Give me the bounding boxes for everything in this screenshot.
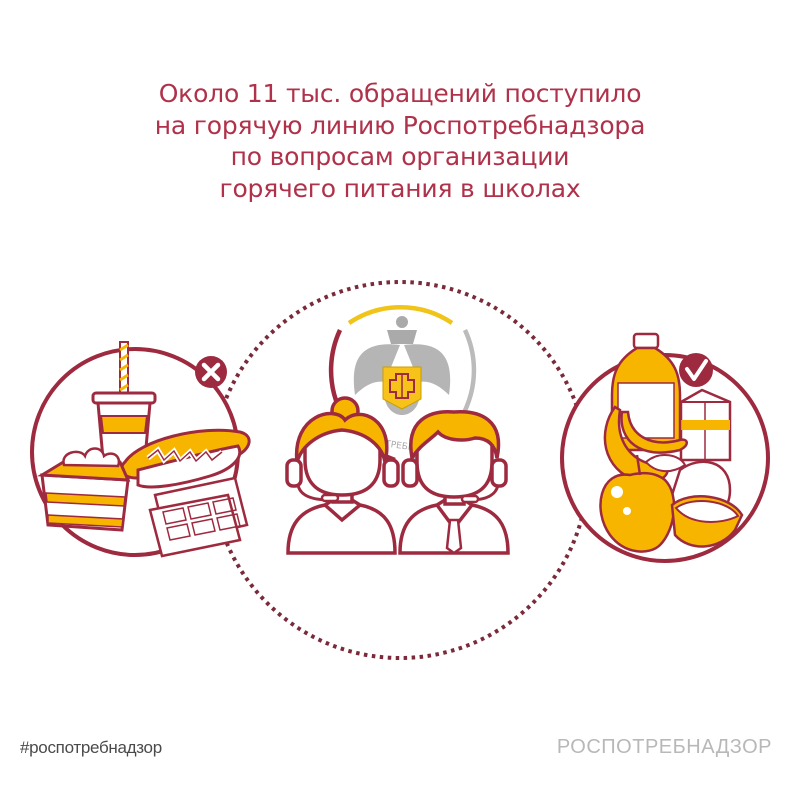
leaf-icon [644, 454, 687, 473]
hot-dog-icon [120, 428, 251, 489]
headline-line-1: Около 11 тыс. обращений поступило [158, 79, 642, 108]
hotline-panel: СПОТРЕБН [285, 304, 510, 555]
male-operator-icon [398, 410, 510, 555]
headline-line-2: на горячую линию Роспотребнадзора [154, 110, 646, 140]
apple-yellow-icon [599, 454, 676, 553]
milk-carton-icon [679, 388, 732, 462]
cake-slice-icon [37, 447, 131, 532]
chocolate-bar-icon [148, 476, 249, 558]
cross-badge-icon [195, 356, 227, 388]
healthy-food-panel [560, 332, 770, 563]
headline: Около 11 тыс. обращений поступило на гор… [0, 78, 800, 204]
brand-wordmark: РОСПОТРЕБНАДЗОР [556, 736, 772, 758]
unhealthy-food-panel [30, 341, 251, 558]
headline-line-4: горячего питания в школах [219, 173, 581, 203]
apple-half-icon [670, 495, 744, 548]
hashtag: #роспотребнадзор [20, 738, 162, 757]
soda-straw-icon [119, 341, 129, 401]
bananas-icon [603, 405, 688, 484]
rospotrebnadzor-emblem-icon [353, 316, 451, 415]
female-operator-icon [285, 396, 400, 555]
juice-bottle-icon [610, 332, 682, 452]
headline-line-3: по вопросам организации [230, 142, 570, 171]
check-badge-icon [679, 353, 713, 387]
